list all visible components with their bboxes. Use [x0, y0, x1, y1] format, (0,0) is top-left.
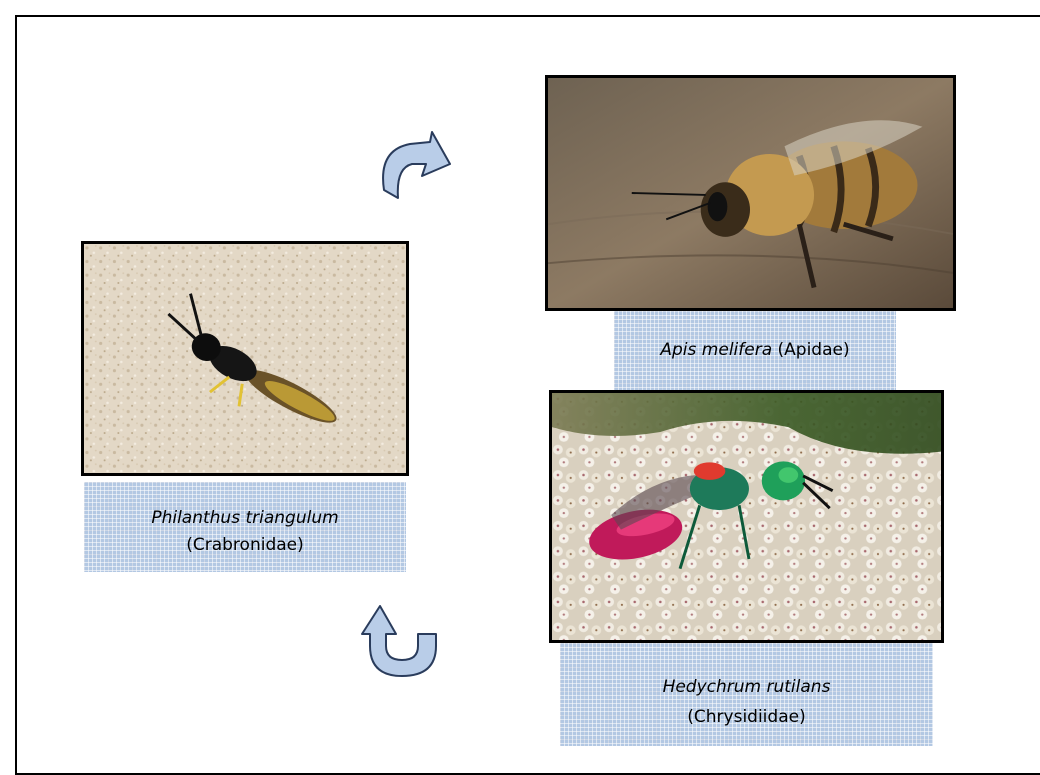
photo-philanthus-triangulum [81, 241, 409, 476]
curved-arrow-clockwise-icon [372, 130, 454, 202]
photo-apis-melifera [545, 75, 956, 311]
label-hedychrum: Hedychrum rutilans (Chrysidiidae) [560, 643, 933, 746]
label-apis: Apis melifera (Apidae) [614, 311, 896, 390]
family-name: (Crabronidae) [186, 535, 304, 555]
species-name: Hedychrum rutilans [663, 677, 831, 697]
species-name: Philanthus triangulum [151, 508, 338, 528]
species-name: Apis melifera [660, 340, 772, 360]
family-name: (Chrysidiidae) [687, 707, 805, 727]
family-name: (Apidae) [778, 340, 850, 360]
photo-hedychrum-rutilans [549, 390, 944, 643]
curved-arrow-u-turn-icon [360, 604, 442, 678]
label-philanthus: Philanthus triangulum (Crabronidae) [84, 482, 406, 572]
